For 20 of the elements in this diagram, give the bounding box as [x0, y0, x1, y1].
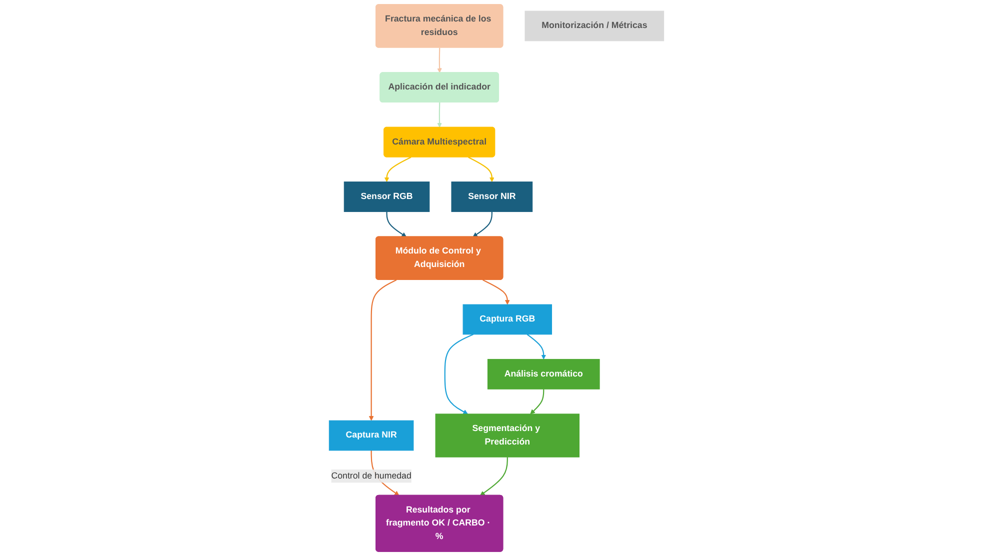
arrow — [526, 334, 546, 360]
arrow — [482, 279, 510, 305]
node-box: Sensor NIR — [451, 182, 533, 212]
arrow — [384, 156, 412, 182]
arrow — [444, 334, 474, 414]
arrow — [530, 389, 544, 414]
node-box: Segmentación y Predicción — [435, 414, 580, 458]
node-box: Captura RGB — [462, 304, 552, 335]
arrow — [472, 212, 492, 238]
node-box: Monitorización / Métricas — [524, 10, 664, 42]
node-box: Captura NIR — [328, 420, 414, 451]
edge-label: Control de humedad — [331, 471, 412, 481]
arrow — [468, 156, 494, 182]
arrow — [437, 102, 442, 128]
arrow — [480, 457, 508, 496]
node-box: Análisis cromático — [487, 358, 600, 390]
arrow — [368, 279, 397, 421]
arrow — [437, 48, 442, 73]
arrow — [386, 212, 406, 238]
node-box: Sensor RGB — [344, 182, 430, 212]
